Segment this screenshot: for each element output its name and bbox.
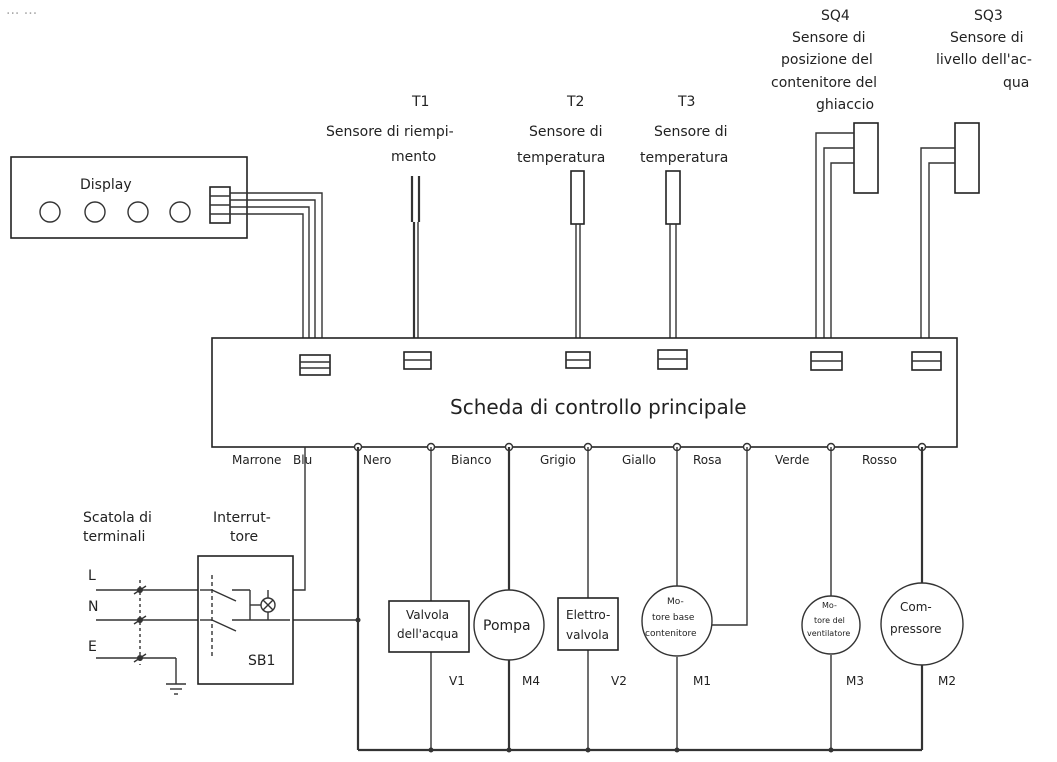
switch-line2: tore: [230, 529, 258, 545]
sensor-sq4-line1: Sensore di: [792, 30, 866, 46]
sensor-sq4-body: [853, 122, 879, 194]
terminal-box-line2: terminali: [83, 529, 145, 545]
component-m3-line3: ventilatore: [807, 629, 850, 638]
wire-label-giallo: Giallo: [622, 453, 656, 467]
sensor-t1: T1 Sensore di riempi- mento: [326, 94, 454, 352]
motor-m3-circle: [801, 595, 861, 655]
sensor-t3-line1: Sensore di: [654, 124, 728, 140]
main-board: Scheda di controllo principale: [211, 337, 958, 452]
motor-m1-circle: [641, 585, 713, 657]
component-m2-line2: pressore: [890, 622, 942, 636]
sensor-sq3-line2: livello dell'ac-: [936, 52, 1032, 68]
terminal-l-label: L: [88, 568, 96, 584]
valve-v2-box: [557, 597, 619, 651]
main-board-label: Scheda di controllo principale: [450, 395, 747, 419]
sensor-t2-line2: temperatura: [517, 150, 605, 166]
sensor-t2: T2 Sensore di temperatura: [517, 94, 605, 352]
sensor-sq4: SQ4 Sensore di posizione del contenitore…: [771, 8, 879, 352]
component-m3-line2: tore del: [814, 616, 845, 625]
switch-sb1: Interrut- tore SB1: [197, 510, 294, 685]
display-button-4: [169, 201, 191, 223]
sensor-t3-probe: [665, 170, 681, 225]
terminal-e-label: E: [88, 639, 97, 655]
component-m4-label: Pompa: [483, 618, 531, 634]
sensor-t1-line2: mento: [391, 149, 436, 165]
display-box: [10, 156, 248, 239]
wire-label-marrone: Marrone: [232, 453, 281, 467]
component-v1: Valvola dell'acqua V1: [388, 600, 470, 688]
sensor-t3-id: T3: [677, 94, 695, 110]
component-v1-line2: dell'acqua: [397, 627, 459, 641]
sensor-sq4-line4: ghiaccio: [816, 97, 874, 113]
sensor-sq3-body: [954, 122, 980, 194]
sensor-sq4-line3: contenitore del: [771, 75, 877, 91]
display-panel: Display: [10, 156, 248, 239]
component-m1: Mo- tore base contenitore M1: [641, 585, 713, 688]
wire-label-verde: Verde: [775, 453, 809, 467]
component-m1-line1: Mo-: [667, 597, 684, 607]
sensor-sq4-id: SQ4: [821, 8, 850, 24]
valve-v1-box: [388, 600, 470, 653]
connector-display: [299, 354, 331, 376]
sensor-t1-id: T1: [411, 94, 429, 110]
terminal-box-line1: Scatola di: [83, 510, 152, 526]
switch-line1: Interrut-: [213, 510, 271, 526]
component-m4: Pompa M4: [473, 589, 545, 688]
sensor-sq3-line1: Sensore di: [950, 30, 1024, 46]
wire-label-grigio: Grigio: [540, 453, 576, 467]
component-m1-line2: tore base: [652, 613, 695, 623]
wire-label-rosso: Rosso: [862, 453, 897, 467]
component-m2-id: M2: [938, 674, 956, 688]
sensor-sq3-line3: qua: [1003, 75, 1029, 91]
component-v2: Elettro- valvola V2: [557, 597, 627, 688]
component-m2-line1: Com-: [900, 600, 932, 614]
component-m3-line1: Mo-: [822, 601, 837, 610]
wire-color-labels: Marrone Blu Nero Bianco Grigio Giallo Ro…: [232, 453, 897, 467]
component-m1-line3: contenitore: [645, 629, 697, 639]
component-m4-id: M4: [522, 674, 540, 688]
wire-label-rosa: Rosa: [693, 453, 722, 467]
header-fragment: ... ...: [6, 2, 37, 18]
component-v2-line2: valvola: [566, 628, 609, 642]
display-button-1: [39, 201, 61, 223]
display-label: Display: [80, 177, 132, 193]
pump-m4-circle: [473, 589, 545, 661]
switch-id: SB1: [248, 653, 275, 669]
wire-label-blu: Blu: [293, 453, 312, 467]
sensor-sq3: SQ3 Sensore di livello dell'ac- qua: [920, 8, 1032, 352]
component-v2-line1: Elettro-: [566, 608, 610, 622]
compressor-m2-circle: [880, 582, 964, 666]
sensor-t3: T3 Sensore di temperatura: [640, 94, 728, 350]
display-cable: [230, 192, 323, 355]
wire-label-nero: Nero: [363, 453, 391, 467]
component-v2-id: V2: [611, 674, 627, 688]
sensor-t2-line1: Sensore di: [529, 124, 603, 140]
load-wiring: [270, 447, 924, 753]
terminal-n-label: N: [88, 599, 98, 615]
sensor-t2-id: T2: [566, 94, 584, 110]
component-m3: Mo- tore del ventilatore M3: [801, 595, 864, 688]
terminal-box: Scatola di terminali L N E: [83, 510, 200, 695]
sensor-sq3-id: SQ3: [974, 8, 1003, 24]
display-button-3: [127, 201, 149, 223]
sensor-sq4-line2: posizione del: [781, 52, 873, 68]
component-v1-id: V1: [449, 674, 465, 688]
wire-label-bianco: Bianco: [451, 453, 491, 467]
component-m1-id: M1: [693, 674, 711, 688]
sensor-t2-probe: [570, 170, 585, 225]
display-button-2: [84, 201, 106, 223]
component-m3-id: M3: [846, 674, 864, 688]
component-v1-line1: Valvola: [406, 608, 449, 622]
sensor-t3-line2: temperatura: [640, 150, 728, 166]
component-m2: Com- pressore M2: [880, 582, 964, 688]
sensor-t1-line1: Sensore di riempi-: [326, 124, 454, 140]
